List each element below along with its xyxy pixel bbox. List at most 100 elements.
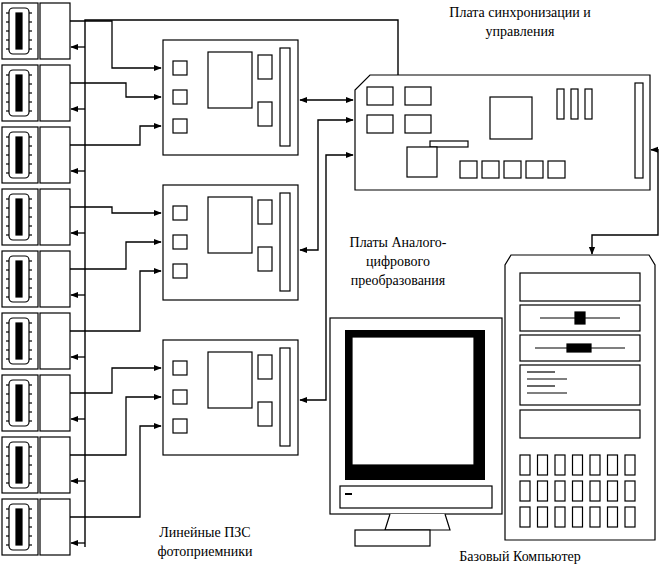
ccd-pin bbox=[29, 464, 32, 465]
ccd-pin bbox=[6, 110, 9, 111]
vent-slot bbox=[625, 481, 635, 501]
ccd-pin bbox=[6, 74, 9, 75]
vent-slot bbox=[538, 455, 548, 475]
ccd-pin bbox=[29, 411, 32, 412]
ccd-chip-housing bbox=[2, 3, 38, 59]
ccd-chip bbox=[9, 442, 29, 488]
drive-bay bbox=[520, 335, 640, 361]
signal-wire bbox=[70, 83, 161, 97]
ccd-pin bbox=[29, 225, 32, 226]
ccd-pin bbox=[6, 287, 9, 288]
ccd-pin bbox=[29, 420, 32, 421]
adc-chip bbox=[208, 197, 252, 253]
signal-wire bbox=[70, 242, 161, 269]
ccd-pin bbox=[29, 260, 32, 261]
board-connector bbox=[280, 48, 290, 146]
ccd-line bbox=[16, 509, 22, 545]
ccd-chip-housing bbox=[2, 127, 38, 183]
control-wire bbox=[71, 542, 85, 543]
ccd-pin bbox=[6, 446, 9, 447]
ccd-sensor bbox=[2, 499, 70, 555]
ccd-chip bbox=[9, 256, 29, 302]
ccd-pin bbox=[29, 74, 32, 75]
panel bbox=[520, 410, 640, 438]
ccd-pin bbox=[29, 198, 32, 199]
ccd-pin bbox=[6, 358, 9, 359]
ccd-pin bbox=[6, 296, 9, 297]
vent-slot bbox=[590, 507, 600, 527]
ccd-pin bbox=[6, 384, 9, 385]
vent-slot bbox=[608, 455, 618, 475]
ccd-pin bbox=[6, 92, 9, 93]
ccd-line bbox=[16, 447, 22, 483]
control-wire bbox=[71, 356, 85, 357]
ccd-sensor bbox=[2, 189, 70, 245]
ccd-pin bbox=[29, 234, 32, 235]
control-wire bbox=[71, 108, 85, 109]
ccd-pin bbox=[6, 260, 9, 261]
ccd-pin bbox=[29, 349, 32, 350]
ccd-pin bbox=[6, 278, 9, 279]
ccd-connector bbox=[40, 251, 70, 307]
adc-input-chip bbox=[173, 235, 187, 249]
ccd-connector bbox=[40, 437, 70, 493]
adc-input-chip bbox=[173, 419, 187, 433]
panel-line bbox=[527, 385, 555, 386]
ccd-pin bbox=[6, 234, 9, 235]
ccd-chip bbox=[9, 70, 29, 116]
ccd-sensor bbox=[2, 251, 70, 307]
ccd-sensor bbox=[2, 313, 70, 369]
ccd-pin bbox=[6, 30, 9, 31]
ccd-pin bbox=[29, 30, 32, 31]
adc-input-chip bbox=[173, 264, 187, 278]
signal-wire bbox=[70, 271, 161, 331]
ccd-chip bbox=[9, 194, 29, 240]
adc-chip bbox=[258, 355, 272, 379]
adc-input-chip bbox=[173, 90, 187, 104]
adc-board bbox=[163, 340, 298, 455]
board-connector bbox=[635, 83, 643, 178]
ccd-pin bbox=[6, 48, 9, 49]
vent-slot bbox=[538, 481, 548, 501]
ccd-pin bbox=[6, 473, 9, 474]
adc-input-chip bbox=[173, 61, 187, 75]
ccd-pin bbox=[6, 322, 9, 323]
board-connector bbox=[280, 193, 290, 291]
ccd-pin bbox=[29, 340, 32, 341]
ccd-pin bbox=[29, 154, 32, 155]
ccd-pin bbox=[29, 216, 32, 217]
drive-bay bbox=[520, 305, 640, 331]
chip bbox=[482, 161, 499, 178]
sync-board: Плата синхронизации и управления bbox=[355, 75, 650, 190]
control-wire bbox=[71, 480, 85, 481]
ccd-pin bbox=[29, 145, 32, 146]
ccd-line bbox=[16, 323, 22, 359]
ccd-pin bbox=[6, 172, 9, 173]
ccd-pin bbox=[29, 508, 32, 509]
chip bbox=[460, 161, 477, 178]
panel-line bbox=[527, 378, 567, 379]
ccd-sensor bbox=[2, 65, 70, 121]
ccd-pin bbox=[6, 154, 9, 155]
adc-input-chip bbox=[173, 361, 187, 375]
ccd-chip-housing bbox=[2, 65, 38, 121]
ccd-chip-housing bbox=[2, 313, 38, 369]
adc-chip bbox=[208, 352, 252, 408]
ccd-pin bbox=[6, 225, 9, 226]
signal-wire bbox=[70, 126, 161, 145]
chip bbox=[571, 89, 578, 119]
vent-slot bbox=[555, 455, 565, 475]
ccd-chip bbox=[9, 132, 29, 178]
vent-slot bbox=[608, 507, 618, 527]
chip bbox=[430, 141, 468, 147]
ccd-pin bbox=[29, 207, 32, 208]
ccd-pin bbox=[6, 526, 9, 527]
tower-case bbox=[505, 255, 655, 540]
signal-wire bbox=[70, 21, 161, 68]
node-label: Плата синхронизации и управления bbox=[425, 3, 615, 41]
ccd-chip-housing bbox=[2, 499, 38, 555]
monitor bbox=[330, 318, 502, 546]
ccd-pin bbox=[29, 384, 32, 385]
ccd-pin bbox=[6, 12, 9, 13]
ccd-line bbox=[16, 137, 22, 173]
